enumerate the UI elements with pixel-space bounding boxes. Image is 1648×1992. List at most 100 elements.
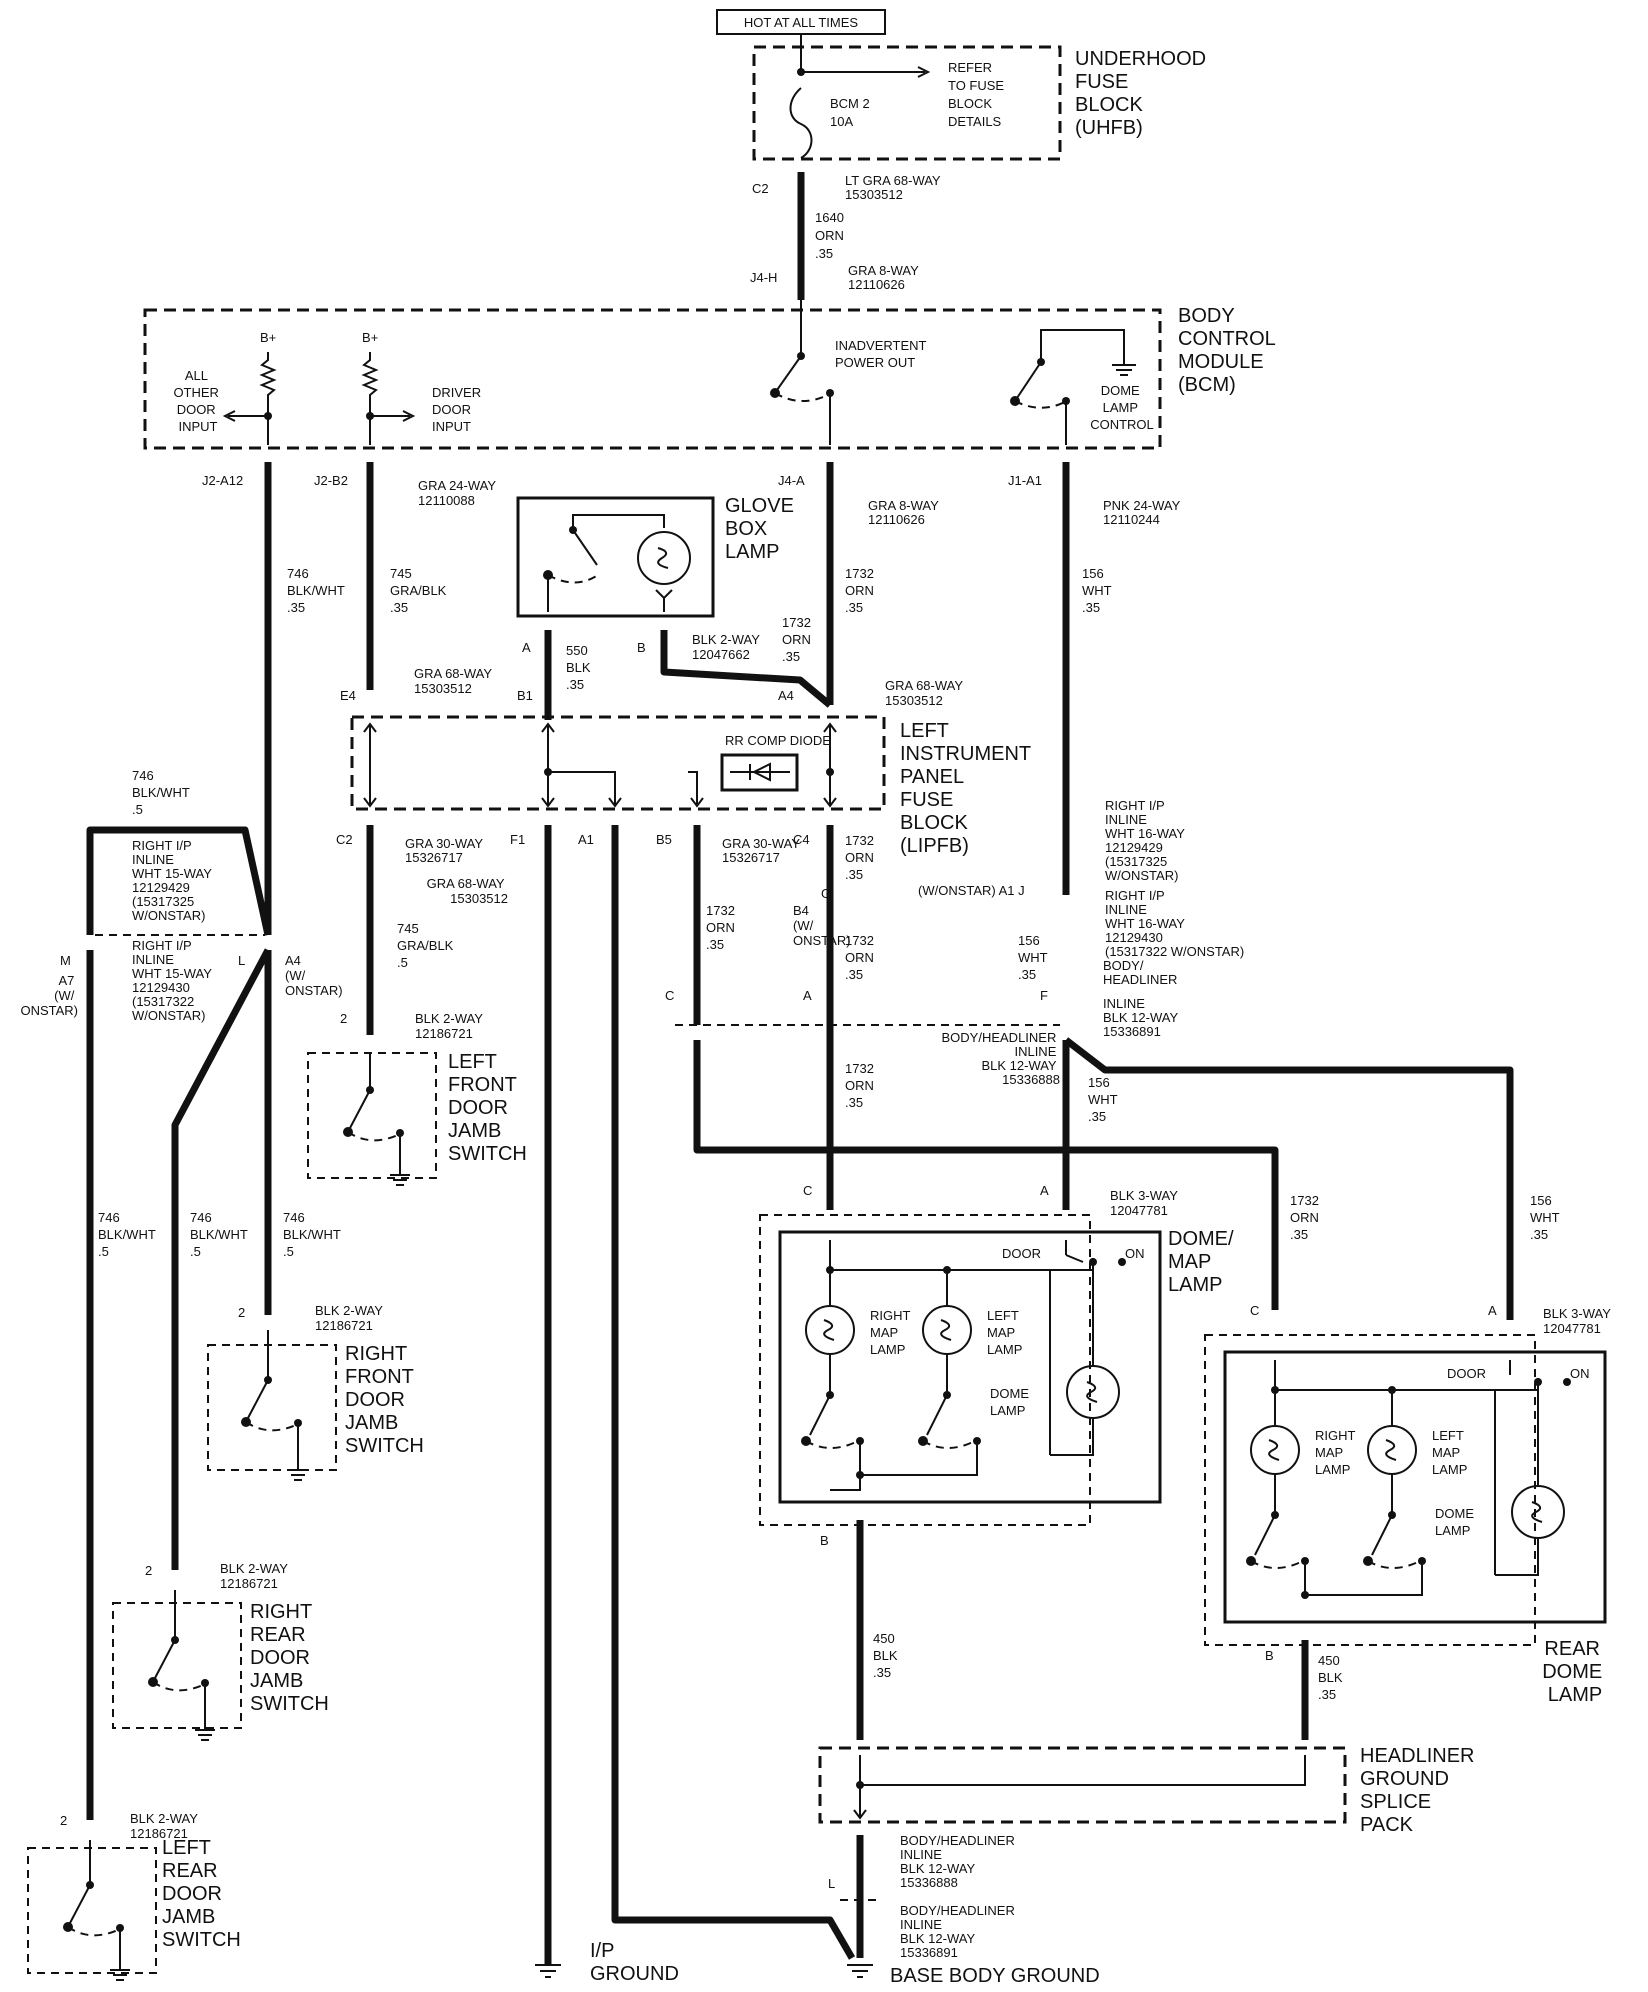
fuse-label: BCM 2 10A (830, 96, 873, 129)
rf-pin-2: 2 (238, 1305, 245, 1320)
wire-746-label: 746 BLK/WHT .35 (287, 566, 348, 615)
dome-title: DOME/ MAP LAMP (1168, 1228, 1239, 1296)
lipfb-b5-desc: GRA 30-WAY 15326717 (722, 836, 803, 865)
lr-switch-box (27, 1847, 157, 1974)
glove-box-title: GLOVE BOX LAMP (725, 495, 799, 563)
inline-r16: RIGHT I/P INLINE WHT 16-WAY 12129429 (15… (1105, 798, 1188, 883)
base-body-ground-label: BASE BODY GROUND (890, 1965, 1100, 1987)
inline-pin-l: L (238, 953, 245, 968)
all-other-door-input: ALL OTHER DOOR INPUT (173, 368, 222, 434)
wire-550-label: 550 BLK .35 (566, 643, 594, 692)
ground-body12b: BODY/HEADLINER INLINE BLK 12-WAY 1533689… (900, 1903, 1019, 1960)
glove-box-lamp-box (516, 496, 715, 618)
bplus-1: B+ (260, 330, 276, 345)
lf-conn: BLK 2-WAY 12186721 (415, 1011, 486, 1041)
wire-450b-label: 450 BLK .35 (1318, 1653, 1346, 1702)
rear-dome-lamp: DOME LAMP (1435, 1506, 1478, 1538)
dome-conn: BLK 3-WAY 12047781 (1110, 1188, 1181, 1218)
lipfb-pin-e4: E4 (340, 688, 356, 703)
uhfb-title: UNDERHOOD FUSE BLOCK (UHFB) (1075, 48, 1212, 139)
wire-1732b-label: 1732 ORN .35 (782, 615, 815, 664)
rear-conn: BLK 3-WAY 12047781 (1543, 1306, 1614, 1336)
rr-comp-diode: RR COMP DIODE (725, 733, 831, 748)
wire-1732d-label: 1732 ORN .35 (845, 833, 878, 882)
fuse-symbol (789, 87, 813, 159)
inline-onstar-a1j: (W/ONSTAR) A1 J (918, 883, 1025, 898)
wire-550c (611, 825, 856, 1960)
wire-1732e-label: 1732 ORN .35 (845, 933, 878, 982)
wire-746b-label: 746 BLK/WHT .5 (132, 768, 193, 817)
rear-right-map: RIGHT MAP LAMP (1315, 1428, 1359, 1477)
inadvertent-power-out: INADVERTENT POWER OUT (835, 338, 930, 370)
inline-r15: RIGHT I/P INLINE WHT 15-WAY 12129429 (15… (132, 838, 215, 923)
conn-j4h-desc: GRA 8-WAY 12110626 (848, 263, 922, 292)
uhfb-box (752, 45, 1062, 161)
rear-door: DOOR (1447, 1366, 1486, 1381)
lipfb-e4-desc: GRA 68-WAY 15303512 (414, 666, 495, 696)
wire-746e-label: 746 BLK/WHT .5 (283, 1210, 344, 1259)
wire-156-label: 156 WHT .35 (1082, 566, 1115, 615)
inline-body12: BODY/ HEADLINER INLINE BLK 12-WAY 153368… (1103, 958, 1182, 1039)
wire-1732f (693, 1040, 1279, 1310)
wire-1732-label: 1732 ORN .35 (845, 566, 878, 615)
inline-r15b: RIGHT I/P INLINE WHT 15-WAY 12129430 (15… (132, 938, 215, 1023)
dome-right-map: RIGHT MAP LAMP (870, 1308, 914, 1357)
lipfb-pin-c2: C2 (336, 832, 353, 847)
ip-ground-symbol (535, 1964, 561, 1978)
rr-switch-label: RIGHT REAR DOOR JAMB SWITCH (250, 1601, 329, 1715)
wire-156d-label: 156 WHT .35 (1530, 1193, 1563, 1242)
wire-1732c-label: 1732 ORN .35 (706, 903, 739, 952)
wire-745-label: 745 GRA/BLK .35 (390, 566, 450, 615)
wire-1732-glove (660, 630, 833, 708)
wire-450-label: 450 BLK .35 (873, 1631, 901, 1680)
dome-pin-c: C (803, 1183, 812, 1198)
rear-dome-box (1223, 1350, 1607, 1624)
lipfb-pin-f1: F1 (510, 832, 525, 847)
wire-1732f-label: 1732 ORN .35 (845, 1061, 878, 1110)
inline-pin-f: F (1040, 988, 1048, 1003)
inline-pin-a: A (803, 988, 812, 1003)
inline-pin-b4: B4 (W/ ONSTAR) (793, 903, 851, 948)
rear-pin-a: A (1488, 1303, 1497, 1318)
pin-j4a: J4-A (778, 473, 805, 488)
bplus-2: B+ (362, 330, 378, 345)
wire-1732g-label: 1732 ORN .35 (1290, 1193, 1323, 1242)
inline-r16b: RIGHT I/P INLINE WHT 16-WAY 12129430 (15… (1105, 888, 1244, 959)
inline-pin-m: M (60, 953, 71, 968)
rear-dome-outer (1204, 1334, 1536, 1646)
hot-label: HOT AT ALL TIMES (744, 15, 858, 30)
conn-c2-top: C2 (752, 181, 769, 196)
wire-746c-label: 746 BLK/WHT .5 (98, 1210, 159, 1259)
rr-switch-box (112, 1602, 242, 1729)
lf-switch-label: LEFT FRONT DOOR JAMB SWITCH (448, 1051, 527, 1165)
ground-body12: BODY/HEADLINER INLINE BLK 12-WAY 1533688… (900, 1833, 1019, 1890)
rf-conn: BLK 2-WAY 12186721 (315, 1303, 386, 1333)
dome-lamp-outer (759, 1214, 1091, 1526)
lipfb-pin-a4: A4 (778, 688, 794, 703)
rear-pin-c: C (1250, 1303, 1259, 1318)
wire-746d (171, 948, 272, 1570)
dome-pin-a: A (1040, 1183, 1049, 1198)
lipfb-pin-b5: B5 (656, 832, 672, 847)
bcm-title: BODY CONTROL MODULE (BCM) (1178, 305, 1281, 396)
glove-pin-b: B (637, 640, 646, 655)
inline-pin-c: C (665, 988, 674, 1003)
fuse-note: REFER TO FUSE BLOCK DETAILS (948, 60, 1008, 129)
bcm-box (143, 308, 1162, 450)
wire-746b (86, 826, 272, 936)
pin-j1a1: J1-A1 (1008, 473, 1042, 488)
driver-door-input: DRIVER DOOR INPUT (432, 385, 485, 434)
rr-pin-2: 2 (145, 1563, 152, 1578)
inline-pin-a4w: A4 (W/ ONSTAR) (285, 953, 343, 998)
rf-switch-label: RIGHT FRONT DOOR JAMB SWITCH (345, 1343, 424, 1457)
lr-switch-label: LEFT REAR DOOR JAMB SWITCH (162, 1837, 241, 1951)
dome-dome-lamp: DOME LAMP (990, 1386, 1033, 1418)
dome-on: ON (1125, 1246, 1145, 1261)
lipfb-c2-desc: GRA 30-WAY 15326717 (405, 836, 486, 865)
inline-pin-a7: A7 (W/ ONSTAR) (20, 973, 78, 1018)
lr-pin-2: 2 (60, 1813, 67, 1828)
rear-left-map: LEFT MAP LAMP (1432, 1428, 1467, 1477)
wire-746d-label: 746 BLK/WHT .5 (190, 1210, 251, 1259)
glove-conn-desc: BLK 2-WAY 12047662 (692, 632, 763, 662)
lipfb-title: LEFT INSTRUMENT PANEL FUSE BLOCK (LIPFB) (900, 720, 1036, 857)
